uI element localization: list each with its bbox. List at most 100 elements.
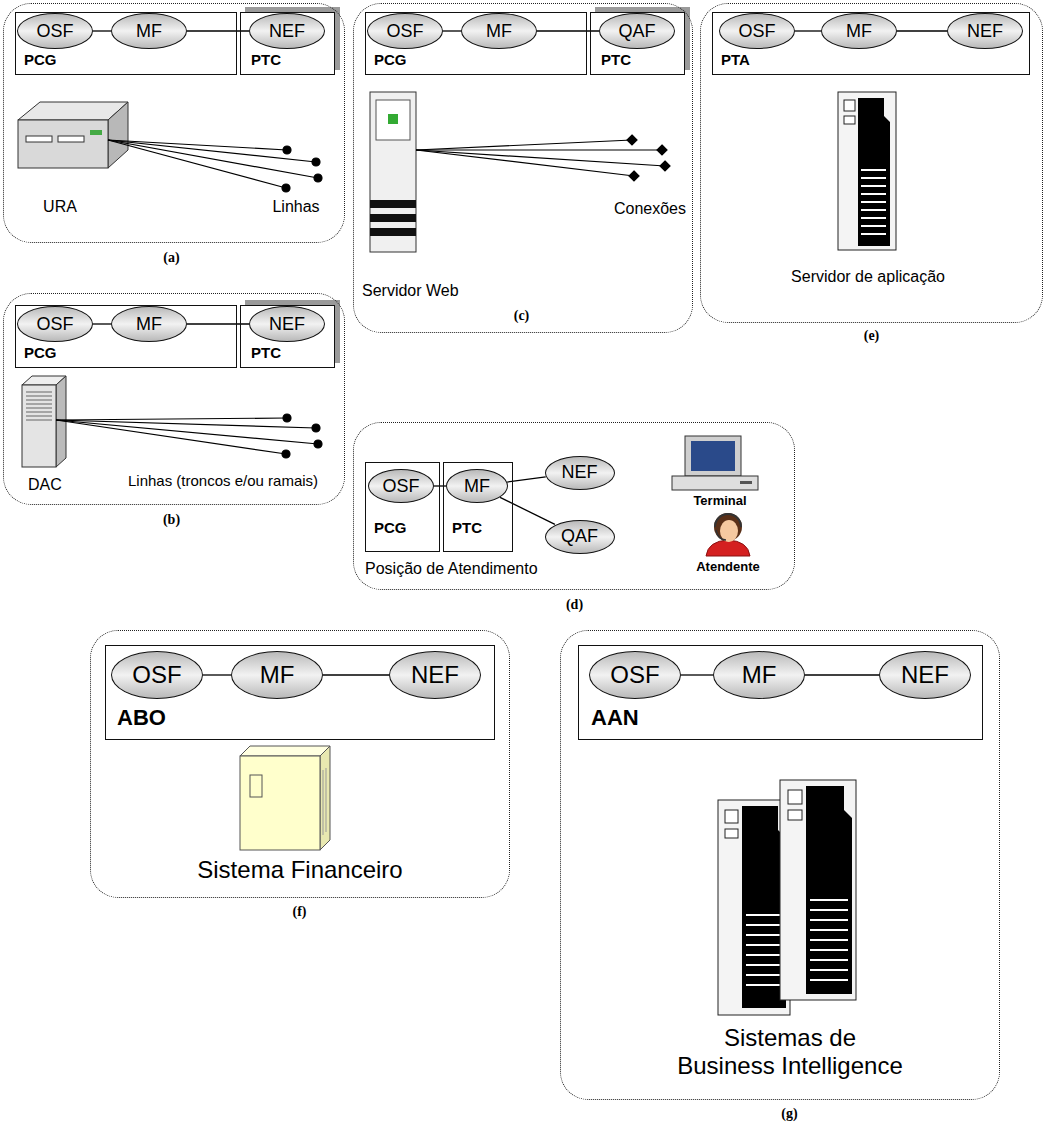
bi-server-towers bbox=[788, 810, 802, 820]
terminal-computer bbox=[740, 481, 752, 484]
financial-cabinet bbox=[240, 746, 330, 850]
function-ellipse: NEF bbox=[249, 13, 325, 49]
bi-server-towers bbox=[725, 810, 738, 823]
financial-cabinet bbox=[250, 775, 262, 797]
function-link bbox=[500, 497, 555, 524]
device-label: Linhas (troncos e/ou ramais) bbox=[128, 472, 318, 489]
panel-caption: (f) bbox=[293, 904, 307, 920]
function-name: NEF bbox=[411, 661, 459, 689]
panel-caption: (g) bbox=[781, 1106, 797, 1122]
device-label: Linhas bbox=[272, 198, 319, 216]
function-ellipse: NEF bbox=[249, 306, 325, 342]
attendant-figure bbox=[706, 540, 750, 556]
component-box: ABOOSFMFNEF bbox=[105, 645, 495, 740]
trunk-wires bbox=[56, 418, 287, 420]
bi-server-towers bbox=[788, 790, 802, 804]
bi-server-towers bbox=[725, 829, 738, 838]
application-server bbox=[858, 98, 890, 246]
function-ellipse: MF bbox=[231, 651, 323, 699]
device-label: Terminal bbox=[693, 494, 746, 509]
financial-cabinet bbox=[240, 746, 330, 756]
device-label: URA bbox=[43, 198, 77, 216]
function-ellipse: NEF bbox=[947, 13, 1023, 49]
function-name: OSF bbox=[36, 314, 73, 335]
function-name: MF bbox=[846, 21, 872, 42]
function-ellipse: MF bbox=[111, 306, 187, 342]
trunk-wires bbox=[56, 420, 318, 444]
web-server bbox=[370, 228, 416, 236]
web-server bbox=[388, 114, 398, 124]
panel-caption: (b) bbox=[163, 512, 180, 528]
component-name: AAN bbox=[591, 705, 639, 730]
component-box: PTCNEF bbox=[240, 12, 335, 75]
web-server bbox=[376, 100, 410, 140]
function-link bbox=[93, 323, 111, 324]
component-box: PTAOSFMFNEF bbox=[712, 12, 1030, 75]
connection-wires bbox=[416, 150, 634, 176]
connection-wires bbox=[627, 135, 637, 145]
component-name: PCG bbox=[24, 51, 57, 68]
component-name: PTC bbox=[452, 519, 482, 536]
function-ellipse: OSF bbox=[17, 13, 93, 49]
web-server bbox=[370, 214, 416, 222]
dac-tower bbox=[26, 392, 52, 420]
bi-server-towers bbox=[742, 806, 786, 1008]
connection-wires bbox=[416, 140, 632, 150]
function-ellipse: OSF bbox=[367, 13, 443, 49]
function-link bbox=[443, 30, 461, 31]
attendant-figure bbox=[714, 513, 742, 541]
function-ellipse: OSF bbox=[368, 469, 434, 503]
application-server bbox=[838, 92, 896, 250]
device-label: DAC bbox=[28, 476, 62, 494]
stacked-box-shadow bbox=[240, 305, 335, 368]
function-link bbox=[681, 674, 713, 675]
web-server bbox=[370, 92, 416, 252]
function-name: NEF bbox=[269, 21, 305, 42]
ura-unit bbox=[58, 136, 84, 142]
attendant-figure bbox=[716, 530, 726, 540]
line-wires bbox=[283, 146, 291, 154]
function-name: QAF bbox=[561, 526, 598, 547]
function-ellipse: MF bbox=[821, 13, 897, 49]
function-ellipse: MF bbox=[461, 13, 537, 49]
stacked-box-shadow bbox=[590, 12, 685, 75]
dac-tower bbox=[22, 376, 66, 467]
attendant-figure bbox=[706, 513, 750, 556]
device-label: Servidor Web bbox=[362, 282, 459, 300]
device-label: Atendente bbox=[696, 560, 760, 575]
ura-unit bbox=[18, 120, 108, 168]
device-label: Sistemas de Business Intelligence bbox=[674, 1024, 906, 1079]
line-wires bbox=[108, 140, 286, 188]
component-box: PCG OSF MF bbox=[365, 12, 587, 75]
component-box: PTCMF bbox=[443, 462, 513, 552]
function-link bbox=[507, 477, 546, 482]
function-name: MF bbox=[486, 21, 512, 42]
connection-wires bbox=[416, 149, 662, 150]
function-link bbox=[805, 674, 879, 675]
application-server bbox=[838, 92, 896, 250]
panel-caption: (e) bbox=[864, 328, 880, 344]
line-wires bbox=[108, 140, 318, 178]
financial-cabinet bbox=[240, 756, 320, 850]
line-wires bbox=[314, 174, 322, 182]
function-ellipse: NEF bbox=[545, 456, 615, 490]
application-server bbox=[844, 100, 855, 111]
function-name: NEF bbox=[901, 661, 949, 689]
terminal-computer bbox=[691, 441, 735, 471]
component-name: PCG bbox=[24, 344, 57, 361]
function-name: OSF bbox=[382, 476, 419, 497]
function-link bbox=[93, 30, 111, 31]
line-wires bbox=[282, 184, 290, 192]
function-name: NEF bbox=[562, 462, 598, 483]
trunk-wires bbox=[282, 450, 290, 458]
component-name: PCG bbox=[374, 51, 407, 68]
trunk-wires bbox=[56, 420, 286, 454]
connection-wires bbox=[416, 150, 665, 166]
ura-unit bbox=[26, 136, 52, 142]
component-box: PCG OSF MF bbox=[15, 305, 237, 368]
function-link bbox=[323, 674, 389, 675]
financial-cabinet bbox=[320, 746, 330, 850]
trunk-wires bbox=[283, 414, 291, 422]
